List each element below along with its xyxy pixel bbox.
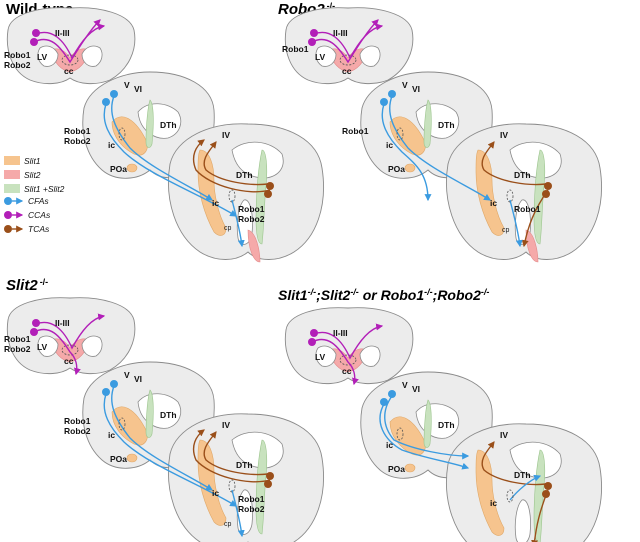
label-layer-vi: VI	[134, 84, 142, 94]
label-lv: LV	[37, 52, 48, 62]
label-layer-iv: IV	[222, 130, 230, 140]
label-ic-mid: ic	[386, 440, 393, 450]
label-layer-iv: IV	[500, 430, 508, 440]
panel-double-mutants: II-III LV cc V VI DTh ic POa IV DTh ic	[284, 307, 602, 542]
label-dth-mid: DTh	[160, 120, 177, 130]
label-ic-bottom: ic	[212, 488, 219, 498]
panel-robo2: II-III LV cc Robo1 V VI DTh Robo1 ic POa…	[282, 7, 602, 263]
label-robo1-top: Robo1	[4, 334, 31, 344]
label-poa: POa	[388, 164, 405, 174]
label-robo2-bottom: Robo2	[238, 214, 265, 224]
label-layer-iv: IV	[222, 420, 230, 430]
label-ic-bottom: ic	[490, 498, 497, 508]
panel-title-slit2-gene: Slit2	[6, 277, 38, 294]
svg-text:Slit1-/-;Slit2-/- or Robo1-/-;: Slit1-/-;Slit2-/- or Robo1-/-;Robo2-/-	[278, 287, 489, 303]
label-robo1-bottom: Robo1	[238, 204, 265, 214]
label-cc: cc	[342, 66, 352, 76]
legend-swatch-slit2	[4, 170, 20, 179]
label-ic-bottom: ic	[212, 198, 219, 208]
panel-title-slit2: Slit2-/-	[6, 277, 48, 294]
label-layer-iv: IV	[500, 130, 508, 140]
label-layer-vi: VI	[412, 84, 420, 94]
legend-label-slit1: Slit1	[24, 156, 41, 166]
label-cp: cp	[224, 521, 232, 528]
label-ic-mid: ic	[108, 430, 115, 440]
title-robo1-sup: -/-	[424, 287, 433, 297]
label-lv: LV	[315, 352, 326, 362]
label-poa: POa	[388, 464, 405, 474]
label-lv: LV	[315, 52, 326, 62]
panel-wild-type: II-III LV cc Robo1 Robo2 V VI DTh Robo1 …	[4, 7, 324, 263]
label-poa: POa	[110, 164, 127, 174]
label-robo1-bottom: Robo1	[514, 204, 541, 214]
title-robo2-sup: -/-	[481, 287, 490, 297]
panel-slit2: II-III LV cc Robo1 Robo2 V VI DTh Robo1 …	[4, 297, 324, 542]
legend-label-cfas: CFAs	[28, 196, 49, 206]
label-cp: cp	[224, 225, 232, 232]
panel-title-double-mutants: Slit1-/-;Slit2-/- or Robo1-/-;Robo2-/-	[278, 287, 489, 303]
label-robo2-top: Robo2	[4, 60, 31, 70]
title-slit2-sup: -/-	[350, 287, 359, 297]
panel-title-robo2-sup: -/-	[327, 1, 336, 11]
legend-label-slit1-slit2: Slit1 +Slit2	[24, 184, 65, 194]
legend-cell-cfa	[4, 197, 12, 205]
label-robo1-mid: Robo1	[64, 126, 91, 136]
label-layer-vi: VI	[134, 374, 142, 384]
label-robo2-top: Robo2	[4, 344, 31, 354]
label-layers-ii-iii: II-III	[333, 28, 348, 38]
label-robo1-bottom: Robo1	[238, 494, 265, 504]
label-dth-bottom: DTh	[236, 460, 253, 470]
label-dth-bottom: DTh	[514, 470, 531, 480]
svg-text:Slit2-/-: Slit2-/-	[6, 277, 48, 294]
label-robo2-mid: Robo2	[64, 136, 91, 146]
label-robo1-mid: Robo1	[342, 126, 369, 136]
label-robo1-top: Robo1	[4, 50, 31, 60]
label-dth-bottom: DTh	[236, 170, 253, 180]
legend-swatch-slit1-slit2	[4, 184, 20, 193]
label-dth-mid: DTh	[160, 410, 177, 420]
label-poa: POa	[110, 454, 127, 464]
legend-cell-tca	[4, 225, 12, 233]
label-layers-ii-iii: II-III	[55, 28, 70, 38]
label-cc: cc	[64, 356, 74, 366]
label-cp: cp	[502, 227, 510, 234]
label-layer-v: V	[124, 80, 130, 90]
label-cc: cc	[64, 66, 74, 76]
label-lv: LV	[37, 342, 48, 352]
label-dth-mid: DTh	[438, 420, 455, 430]
label-robo2-mid: Robo2	[64, 426, 91, 436]
label-dth-mid: DTh	[438, 120, 455, 130]
title-robo2: ;Robo2	[433, 287, 481, 303]
label-layer-v: V	[124, 370, 130, 380]
title-slit2: ;Slit2	[316, 287, 350, 303]
legend-label-ccas: CCAs	[28, 210, 51, 220]
label-layer-v: V	[402, 380, 408, 390]
legend: Slit1 Slit2 Slit1 +Slit2 CFAs CCAs TCAs	[4, 156, 65, 234]
title-slit1: Slit1	[278, 287, 308, 303]
label-ic-bottom: ic	[490, 198, 497, 208]
legend-cell-cca	[4, 211, 12, 219]
panel-title-slit2-sup: -/-	[40, 277, 49, 287]
title-robo1: or Robo1	[359, 287, 425, 303]
label-robo2-bottom: Robo2	[238, 504, 265, 514]
label-robo1-top: Robo1	[282, 44, 309, 54]
label-robo1-mid: Robo1	[64, 416, 91, 426]
label-ic-mid: ic	[108, 140, 115, 150]
legend-label-tcas: TCAs	[28, 224, 50, 234]
label-layer-vi: VI	[412, 384, 420, 394]
title-slit1-sup: -/-	[308, 287, 317, 297]
label-layers-ii-iii: II-III	[55, 318, 70, 328]
legend-label-slit2: Slit2	[24, 170, 41, 180]
label-ic-mid: ic	[386, 140, 393, 150]
legend-swatch-slit1	[4, 156, 20, 165]
label-dth-bottom: DTh	[514, 170, 531, 180]
label-layers-ii-iii: II-III	[333, 328, 348, 338]
label-cc: cc	[342, 366, 352, 376]
label-layer-v: V	[402, 80, 408, 90]
